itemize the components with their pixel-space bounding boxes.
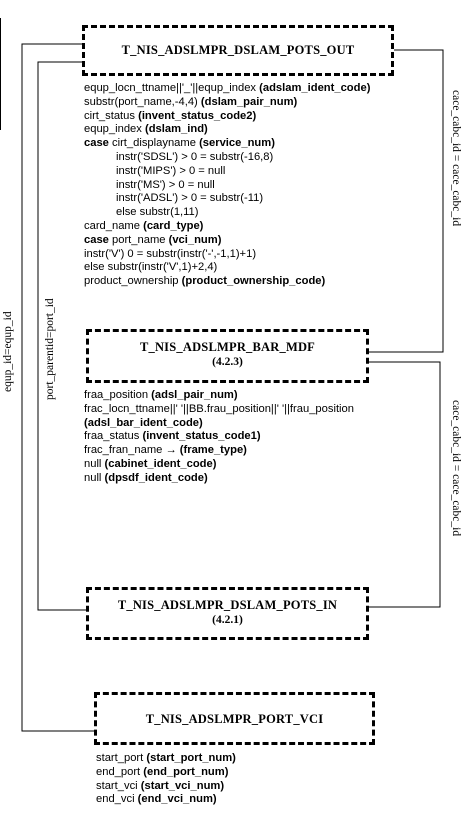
table-box-pots-in[interactable]: T_NIS_ADSLMPR_DSLAM_POTS_IN (4.2.1) (86, 587, 369, 640)
mapping-line: frac_locn_ttname||' '||BB.frau_position|… (84, 403, 354, 417)
target-column: (dslam_ind) (144, 123, 208, 136)
bar-mdf-mapping-list: fraa_position (adsl_pair_num)frac_locn_t… (84, 389, 354, 486)
mapping-line: case cirt_displayname (service_num) (84, 137, 370, 151)
target-column: (adsl_pair_num) (151, 389, 238, 401)
keyword: case (84, 137, 109, 150)
source-expression: cirt_status (84, 109, 139, 122)
source-expression: frac_locn_ttname||' '||BB.frau_position|… (84, 402, 354, 415)
mapping-line: product_ownership (product_ownership_cod… (84, 275, 370, 289)
mapping-line: cirt_status (invent_status_code2) (84, 110, 370, 124)
target-column: (end_port_num) (143, 765, 229, 778)
target-column: (invent_status_code2) (138, 109, 257, 122)
source-expression: fraa_status (84, 430, 143, 443)
source-expression: null (84, 471, 105, 484)
source-expression: instr('SDSL') > 0 = substr(-16,8) (116, 150, 274, 163)
mapping-line: fraa_position (adsl_pair_num) (84, 389, 354, 403)
mapping-line: instr('MIPS') > 0 = null (84, 165, 370, 179)
source-expression: else substr(instr('V',1)+2,4) (84, 261, 218, 274)
mapping-line: else substr(1,11) (84, 206, 370, 220)
source-expression: end_port (96, 765, 144, 778)
table-title: T_NIS_ADSLMPR_DSLAM_POTS_OUT (121, 43, 355, 57)
mapping-line: instr('SDSL') > 0 = substr(-16,8) (84, 151, 370, 165)
mapping-line: instr('MS') > 0 = null (84, 179, 370, 193)
section-number: (4.2.1) (212, 614, 243, 626)
mapping-line: null (cabinet_ident_code) (84, 458, 354, 472)
source-expression: product_ownership (84, 275, 182, 288)
mapping-line: end_vci (end_vci_num) (96, 793, 236, 807)
mapping-line: end_port (end_port_num) (96, 766, 236, 780)
table-box-bar-mdf[interactable]: T_NIS_ADSLMPR_BAR_MDF (4.2.3) (86, 329, 369, 383)
source-expression: end_vci (96, 793, 138, 806)
mapping-line: instr('ADSL') > 0 = substr(-11) (84, 192, 370, 206)
target-column: (adsl_bar_ident_code) (84, 416, 203, 429)
target-column: (product_ownership_code) (181, 275, 326, 288)
table-box-port-vci[interactable]: T_NIS_ADSLMPR_PORT_VCI (94, 692, 375, 745)
table-title: T_NIS_ADSLMPR_BAR_MDF (139, 340, 316, 354)
source-expression: else substr(1,11) (116, 206, 199, 219)
source-expression: instr('MIPS') > 0 = null (116, 164, 226, 177)
target-column: (dpsdf_ident_code) (104, 471, 208, 484)
equp-id-connector (21, 43, 94, 732)
target-column: (start_port_num) (146, 752, 236, 764)
source-expression: equp_locn_ttname||'_'||equp_index (84, 82, 260, 94)
target-column: (card_type) (143, 219, 204, 232)
source-expression: start_port (96, 752, 147, 764)
cace-bottom-connector (369, 361, 441, 608)
cace-top-connector (369, 49, 444, 353)
port-parent-connector (37, 61, 86, 611)
mapping-line: else substr(instr('V',1)+2,4) (84, 261, 370, 275)
source-expression: port_name (108, 233, 169, 246)
table-box-pots-out[interactable]: T_NIS_ADSLMPR_DSLAM_POTS_OUT (82, 25, 394, 76)
equp-id-join-label: equp_id=equp_id (2, 311, 14, 392)
source-expression: instr('MS') > 0 = null (116, 178, 215, 191)
mapping-line: card_name (card_type) (84, 220, 370, 234)
target-column: (end_vci_num) (137, 793, 217, 806)
cace-bottom-join-label: cace_cabc_id = cace_cabc_id (450, 400, 462, 537)
target-column: (cabinet_ident_code) (104, 457, 217, 470)
target-column: (invent_status_code1) (142, 430, 261, 443)
mapping-line: fraa_status (invent_status_code1) (84, 430, 354, 444)
mapping-line: null (dpsdf_ident_code) (84, 472, 354, 486)
mapping-line: start_port (start_port_num) (96, 752, 236, 766)
pots-out-mapping-list: equp_locn_ttname||'_'||equp_index (adsla… (84, 82, 370, 289)
port-vci-mapping-list: start_port (start_port_num)end_port (end… (96, 752, 236, 807)
mapping-line: substr(port_name,-4,4) (dslam_pair_num) (84, 96, 370, 110)
mapping-line: case port_name (vci_num) (84, 234, 370, 248)
source-expression: card_name (84, 219, 144, 232)
source-expression: cirt_displayname (108, 137, 200, 150)
keyword: case (84, 233, 109, 246)
target-column: (frame_type) (179, 444, 247, 457)
target-column: (vci_num) (168, 233, 222, 246)
target-column: (dslam_pair_num) (200, 95, 298, 108)
mapping-line: equp_locn_ttname||'_'||equp_index (adsla… (84, 82, 370, 96)
mapping-line: start_vci (start_vci_num) (96, 780, 236, 794)
source-expression: substr(port_name,-4,4) (84, 95, 201, 108)
mapping-line: (adsl_bar_ident_code) (84, 417, 354, 431)
source-expression: instr('V') 0 = substr(instr('-',-1,1)+1) (84, 247, 257, 260)
port-parent-join-label: port_parentid=port_id (44, 298, 56, 400)
source-expression: null (84, 457, 105, 470)
source-expression: equp_index (84, 123, 145, 136)
section-number: (4.2.3) (212, 356, 243, 368)
source-expression: instr('ADSL') > 0 = substr(-11) (116, 192, 264, 205)
table-title: T_NIS_ADSLMPR_DSLAM_POTS_IN (117, 598, 338, 612)
mapping-line: frac_fran_name → (frame_type) (84, 444, 354, 458)
mapping-line: instr('V') 0 = substr(instr('-',-1,1)+1) (84, 248, 370, 262)
cace-top-join-label: cace_cabc_id = cace_cabc_id (450, 90, 462, 227)
target-column: (start_vci_num) (140, 779, 225, 792)
source-expression: start_vci (96, 779, 141, 792)
mapping-line: equp_index (dslam_ind) (84, 123, 370, 137)
source-expression: fraa_position (84, 389, 152, 401)
target-column: (adslam_ident_code) (259, 82, 371, 94)
target-column: (service_num) (199, 137, 275, 150)
table-title: T_NIS_ADSLMPR_PORT_VCI (145, 712, 324, 726)
source-expression: frac_fran_name → (84, 444, 180, 457)
